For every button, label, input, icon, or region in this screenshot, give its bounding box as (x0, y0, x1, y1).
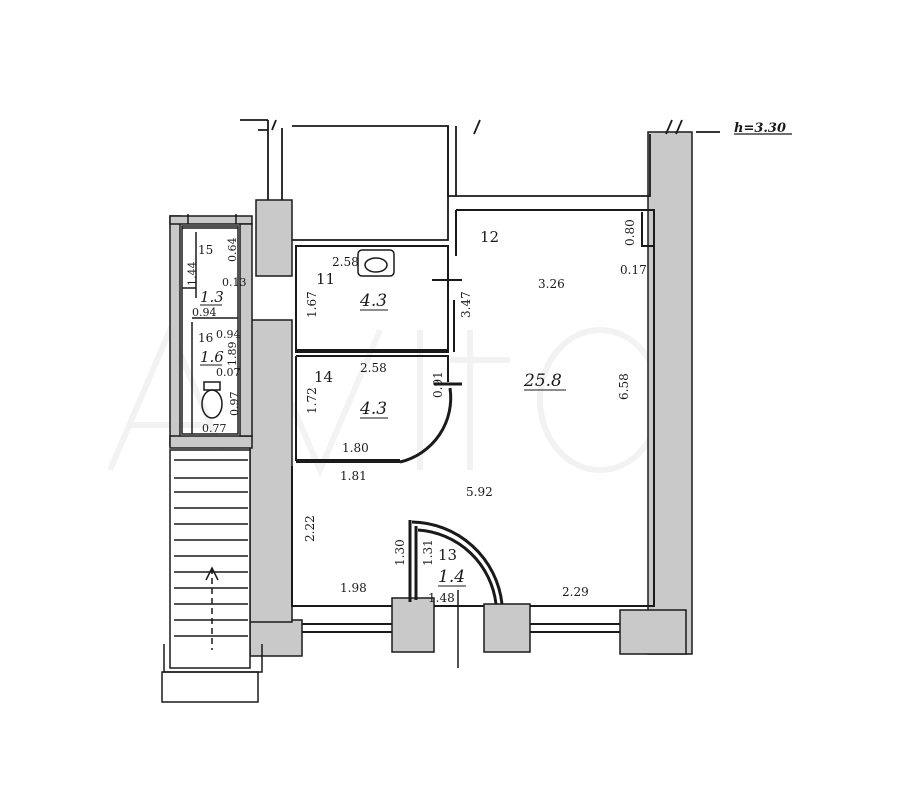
dim-r13-inner: 1.31 (421, 539, 435, 566)
door-arc-14 (399, 382, 462, 464)
room-15-area: 1.3 (200, 288, 224, 306)
sink-icon (357, 249, 395, 277)
dim-r14-door: 0.91 (431, 371, 445, 398)
hall-walls (291, 466, 620, 633)
room-12-area: 25.8 (523, 371, 562, 391)
dim-r12-niche-w: 0.17 (620, 263, 647, 277)
stairwell (161, 449, 263, 703)
dim-r14-width: 2.58 (360, 361, 387, 375)
room-11-walls (295, 245, 462, 353)
room-13-number: 13 (438, 546, 457, 564)
walls (169, 131, 693, 657)
room-16-area: 1.6 (200, 348, 224, 366)
dim-r14-height: 1.72 (305, 387, 319, 414)
dim-r16-side: 1.89 (226, 342, 239, 367)
dim-r11-height: 1.67 (305, 291, 319, 318)
dim-r12-niche-h: 0.80 (623, 219, 637, 246)
door-arc-13 (408, 520, 504, 605)
room-12-walls (453, 209, 655, 607)
dim-r13-bottom: 1.48 (428, 591, 455, 605)
dim-r15-bottom: 0.94 (192, 306, 217, 319)
room-16-number: 16 (198, 331, 213, 345)
dim-hall-bottom-right: 2.29 (562, 585, 589, 599)
dim-r13-left: 1.30 (393, 539, 407, 566)
dim-r15-side: 1.44 (186, 262, 199, 287)
room-14-number: 14 (314, 368, 333, 386)
top-outline (240, 119, 720, 241)
height-label: h=3.30 (734, 121, 786, 136)
room-14-area: 4.3 (359, 399, 387, 419)
toilet-icon (201, 381, 223, 419)
dim-r12-mid: 5.92 (466, 485, 493, 499)
wc-block (181, 214, 239, 435)
room-11-number: 11 (316, 270, 335, 288)
room-13-area: 1.4 (438, 567, 465, 587)
dim-r11-right: 3.47 (459, 291, 473, 318)
dim-r15-top: 0.64 (226, 238, 239, 263)
dim-hall-bottom-left: 1.98 (340, 581, 367, 595)
dim-r16-bottom: 0.77 (202, 422, 227, 435)
dim-r14-bottom: 1.80 (342, 441, 369, 455)
dim-r15-mid: 0.13 (222, 276, 247, 289)
dim-r12-right: 6.58 (617, 373, 631, 400)
dim-hall-left: 2.22 (303, 515, 317, 542)
room-11-area: 4.3 (359, 291, 387, 311)
dim-r12-top: 3.26 (538, 277, 565, 291)
dim-r16-wc: 0.97 (228, 392, 241, 417)
dim-r11-width: 2.58 (332, 255, 359, 269)
room-15-number: 15 (198, 243, 213, 257)
room-14-walls (295, 355, 449, 463)
room-12-number: 12 (480, 228, 499, 246)
dim-hall-top: 1.81 (340, 469, 367, 483)
dim-r16-top: 0.94 (216, 328, 241, 341)
dim-r16-mid: 0.07 (216, 366, 241, 379)
